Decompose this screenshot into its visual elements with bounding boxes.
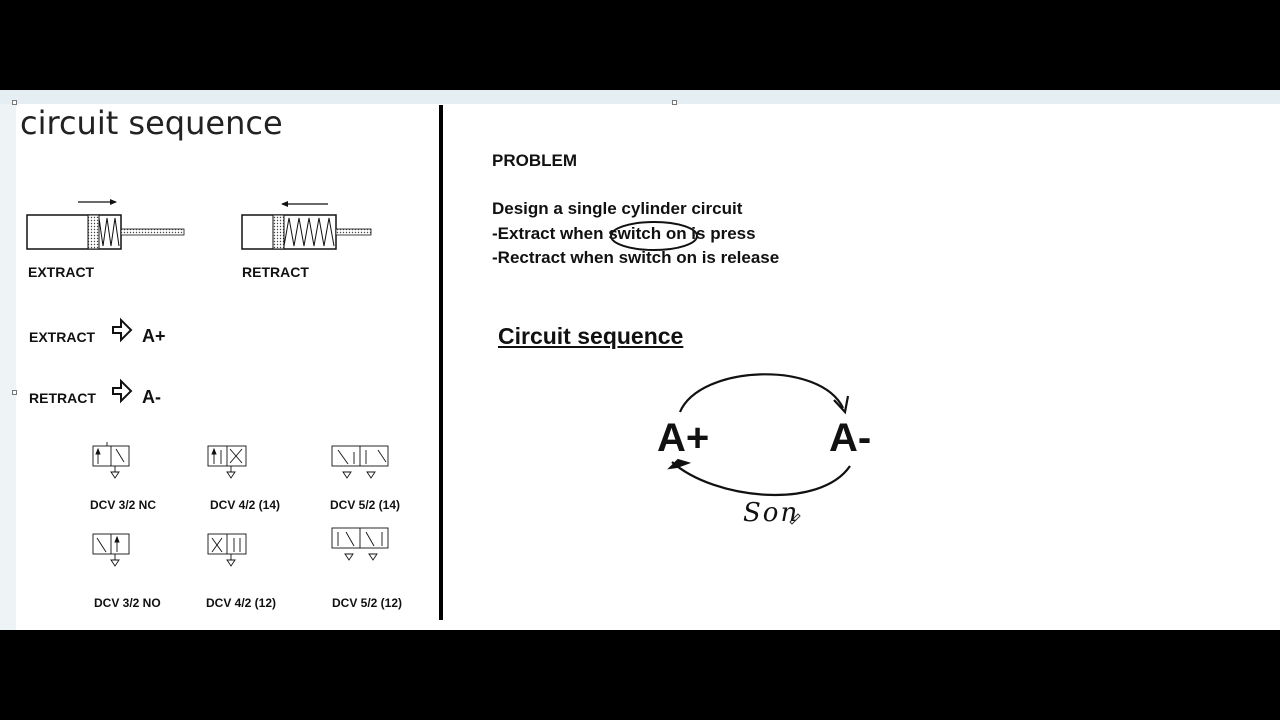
- problem-line[interactable]: Design a single cylinder circuit: [492, 199, 743, 218]
- valve-3-2-nc-icon: [92, 442, 130, 479]
- valve-label[interactable]: DCV 5/2 (14): [330, 498, 401, 512]
- sequence-arrow-bottom: [671, 461, 851, 497]
- valve-4-2-icon: [207, 445, 247, 479]
- sequence-heading[interactable]: Circuit sequence: [498, 323, 684, 349]
- notation-action[interactable]: RETRACT: [29, 390, 96, 406]
- slide-canvas: circuit sequence: [0, 90, 1280, 630]
- notation-action[interactable]: EXTRACT: [29, 329, 96, 345]
- valve-label[interactable]: DCV 5/2 (12): [332, 596, 403, 610]
- valve-4-2-icon: [207, 533, 247, 567]
- valve-label[interactable]: DCV 4/2 (14): [210, 498, 281, 512]
- pen-cursor-icon: [789, 513, 801, 525]
- slide-top-border: [0, 90, 1280, 104]
- panel-divider: [439, 105, 443, 620]
- handwritten-circle: [610, 221, 698, 251]
- notation-symbol[interactable]: A-: [142, 387, 161, 407]
- arrow-right-icon: [112, 378, 133, 404]
- retract-cylinder-icon: [241, 201, 372, 250]
- slide-left-border: [0, 104, 16, 630]
- ink-annotations: [610, 221, 851, 525]
- sequence-state[interactable]: A+: [657, 416, 710, 460]
- extend-cylinder-icon: [26, 199, 185, 250]
- valve-label[interactable]: DCV 4/2 (12): [206, 596, 277, 610]
- cylinder-diagrams: [26, 199, 389, 567]
- valve-3-2-no-icon: [92, 533, 130, 567]
- notation-symbol[interactable]: A+: [142, 326, 166, 346]
- problem-line[interactable]: -Rectract when switch on is release: [492, 248, 780, 267]
- resize-handle[interactable]: [12, 100, 17, 105]
- resize-handle[interactable]: [672, 100, 677, 105]
- arrow-right-icon: [112, 317, 133, 343]
- sequence-arrow-top: [678, 373, 844, 413]
- valve-label[interactable]: DCV 3/2 NO: [94, 596, 161, 610]
- retract-label[interactable]: RETRACT: [242, 264, 309, 280]
- sequence-state[interactable]: A-: [829, 416, 872, 460]
- extract-label[interactable]: EXTRACT: [28, 264, 95, 280]
- arrowhead-icon: [667, 458, 692, 470]
- resize-handle[interactable]: [12, 390, 17, 395]
- valve-5-2-icon: [331, 527, 389, 561]
- handwritten-note: Son: [743, 498, 800, 528]
- valve-5-2-icon: [331, 445, 389, 479]
- valve-label[interactable]: DCV 3/2 NC: [90, 498, 157, 512]
- problem-heading[interactable]: PROBLEM: [492, 151, 577, 170]
- arrowhead-icon: [833, 395, 850, 415]
- slide-title[interactable]: circuit sequence: [20, 104, 283, 142]
